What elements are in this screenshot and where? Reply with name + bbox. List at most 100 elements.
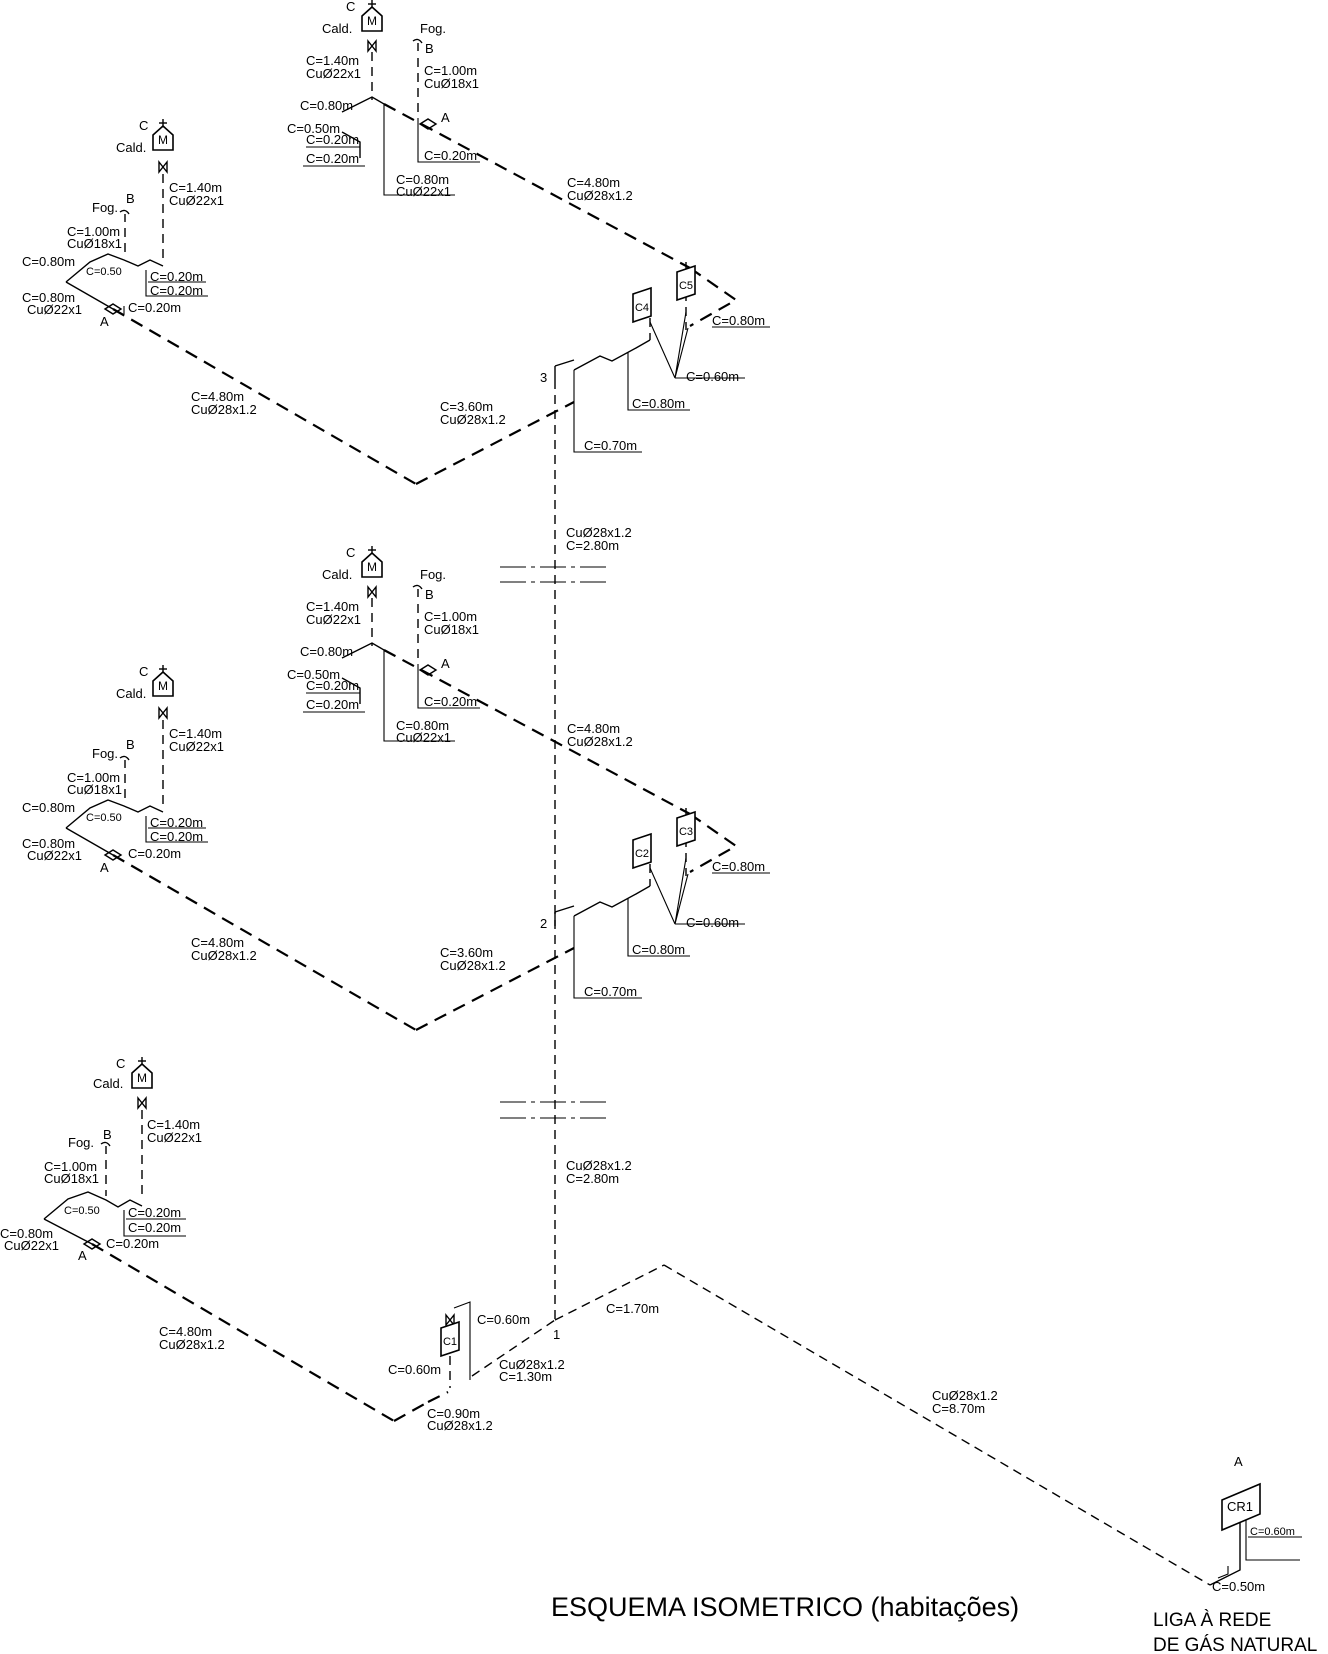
pipe-label: CuØ22x1 (27, 302, 82, 317)
pipe-label: CuØ28x1.2 (567, 188, 633, 203)
floor-3-group: M C Cald. C=1.40m CuØ22x1 Fog. B C=1.00m… (22, 0, 770, 485)
dim-label: C=0.20m (128, 846, 181, 861)
stove-tag: B (425, 41, 434, 56)
dim-label: C=0.50 (86, 812, 122, 824)
floor-2-group: M C Cald. C=1.40m CuØ22x1 Fog. B C=1.00m… (22, 545, 770, 1031)
dim-label: C=0.80m (22, 290, 75, 305)
regulator-label: CR1 (1227, 1499, 1253, 1514)
stove-name: Fog. (92, 200, 118, 215)
boiler-letter: M (137, 1071, 147, 1085)
drawing-title: ESQUEMA ISOMETRICO (habitações) (551, 1592, 1019, 1622)
pipe-label: CuØ28x1.2 (566, 1158, 632, 1173)
dim-label: C=0.80m (300, 98, 353, 113)
dim-label: C=1.00m (424, 609, 477, 624)
dim-label: C=0.20m (150, 269, 203, 284)
pipe-label: CuØ28x1.2 (191, 948, 257, 963)
dim-label: C=1.40m (147, 1117, 200, 1132)
dim-label: C=1.00m (67, 770, 120, 785)
dim-label: C=1.30m (499, 1369, 552, 1384)
main-riser: CuØ28x1.2 C=2.80m CuØ28x1.2 C=2.80m (500, 380, 632, 1320)
dim-label: C=0.20m (306, 132, 359, 147)
meter-label: C5 (679, 280, 693, 292)
dim-label: C=4.80m (567, 175, 620, 190)
pipe-label: CuØ28x1.2 (440, 412, 506, 427)
dim-label: C=1.00m (44, 1159, 97, 1174)
pipe-label: CuØ28x1.2 (440, 958, 506, 973)
stove-icon (119, 209, 130, 223)
dim-label: C=0.80m (22, 800, 75, 815)
dim-label: C=0.20m (150, 829, 203, 844)
pipe-label: CuØ28x1.2 (499, 1357, 565, 1372)
dim-label: C=3.60m (440, 399, 493, 414)
valve-tag: A (441, 656, 450, 671)
boiler-tag: C (139, 664, 148, 679)
dim-label: C=0.50m (287, 121, 340, 136)
valve-icon (367, 40, 377, 52)
dim-label: C=0.20m (424, 148, 477, 163)
valve-tag: A (441, 110, 450, 125)
dim-label: C=0.20m (424, 694, 477, 709)
valve-icon (137, 1097, 147, 1109)
dim-label: C=0.20m (150, 283, 203, 298)
dim-label: C=0.20m (106, 1236, 159, 1251)
dim-label: C=3.60m (440, 945, 493, 960)
dim-label: C=0.80m (0, 1226, 53, 1241)
meter-label: C3 (679, 826, 693, 838)
pipe-label: CuØ18x1 (44, 1171, 99, 1186)
pipe-label: CuØ28x1.2 (159, 1337, 225, 1352)
boiler-name: Cald. (116, 140, 146, 155)
valve-icon (367, 586, 377, 598)
dim-label: C=0.20m (306, 151, 359, 166)
stove-name: Fog. (92, 746, 118, 761)
dim-label: C=1.40m (306, 53, 359, 68)
pipe-label: CuØ22x1 (4, 1238, 59, 1253)
pipe-label: CuØ28x1.2 (567, 734, 633, 749)
boiler-tag: C (346, 545, 355, 560)
dim-label: C=0.70m (584, 984, 637, 999)
dim-label: C=0.80m (300, 644, 353, 659)
dim-label: C=1.40m (306, 599, 359, 614)
valve-tag: A (100, 314, 109, 329)
dim-label: C=0.80m (396, 718, 449, 733)
boiler-letter: M (158, 679, 168, 693)
pipe-label: CuØ22x1 (396, 184, 451, 199)
floor-number: 3 (540, 370, 547, 385)
stove-name: Fog. (420, 567, 446, 582)
dim-label: C=0.20m (306, 678, 359, 693)
dim-label: C=1.70m (606, 1301, 659, 1316)
dim-label: C=0.20m (128, 1220, 181, 1235)
dim-label: C=0.70m (584, 438, 637, 453)
boiler-tag: C (139, 118, 148, 133)
dim-label: C=0.80m (22, 836, 75, 851)
pipe-label: CuØ18x1 (424, 622, 479, 637)
boiler-name: Cald. (322, 567, 352, 582)
dim-label: C=0.60m (477, 1312, 530, 1327)
boiler-letter: M (158, 133, 168, 147)
dim-label: C=0.90m (427, 1406, 480, 1421)
pipe-label: CuØ22x1 (169, 193, 224, 208)
dim-label: C=8.70m (932, 1401, 985, 1416)
stove-name: Fog. (420, 21, 446, 36)
boiler-tag: C (346, 0, 355, 14)
pipe-label: CuØ18x1 (67, 782, 122, 797)
pipe-label: CuØ28x1.2 (427, 1418, 493, 1433)
valve-tag: A (78, 1248, 87, 1263)
dim-label: C=4.80m (191, 389, 244, 404)
pipe-label: CuØ22x1 (27, 848, 82, 863)
connection-note-line2: DE GÁS NATURAL (1153, 1635, 1317, 1654)
stove-tag: B (425, 587, 434, 602)
pipe-label: CuØ18x1 (424, 76, 479, 91)
pipe-label: CuØ28x1.2 (566, 525, 632, 540)
stove-tag: B (103, 1127, 112, 1142)
stove-icon (119, 755, 130, 769)
dim-label: C=1.00m (424, 63, 477, 78)
dim-label: C=2.80m (566, 538, 619, 553)
pipe-label: CuØ22x1 (396, 730, 451, 745)
dim-label: C=0.20m (128, 1205, 181, 1220)
stove-icon (412, 584, 423, 598)
dim-label: C=0.60m (686, 369, 739, 384)
boiler-letter: M (367, 560, 377, 574)
dim-label: C=0.60m (686, 915, 739, 930)
dim-label: C=0.80m (712, 859, 765, 874)
